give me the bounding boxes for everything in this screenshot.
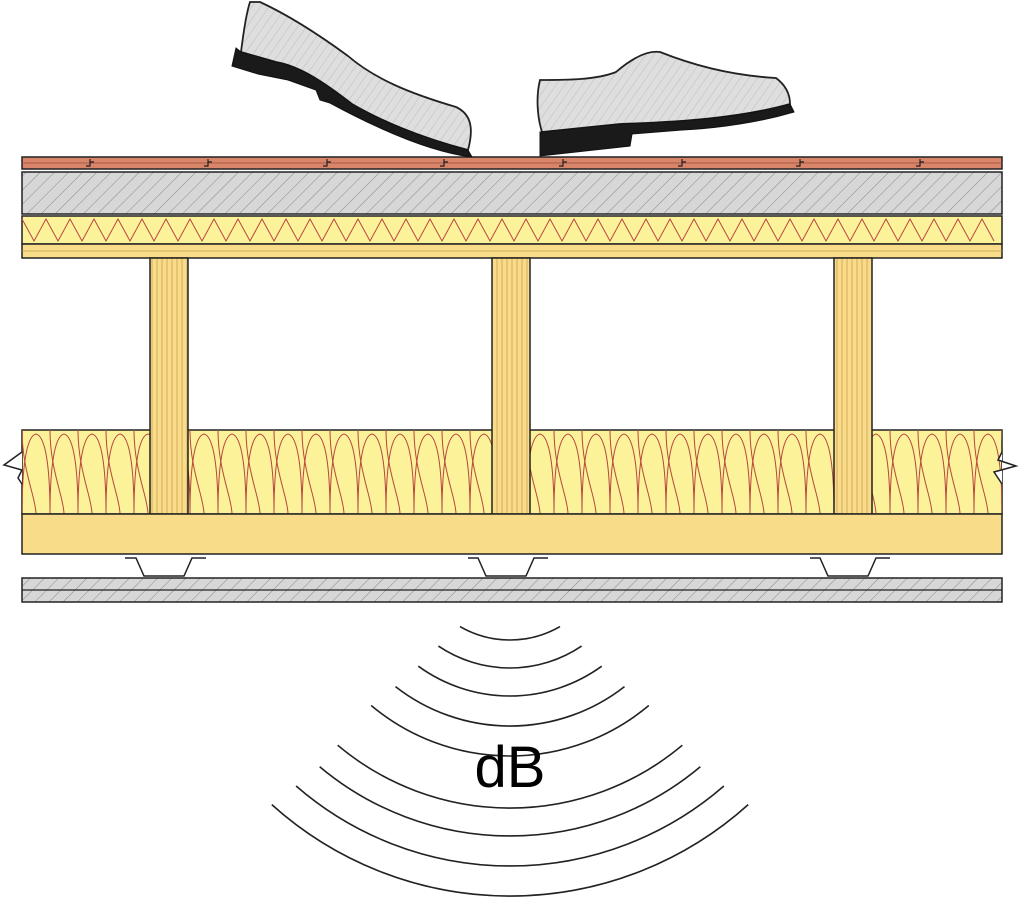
- left-shoe-icon: [231, 1, 473, 158]
- ceiling-substrate-board: [21, 513, 1003, 555]
- sound-wave-arc: [417, 665, 603, 697]
- sound-wave-arc: [370, 704, 650, 757]
- break-mark-right: [992, 451, 1019, 485]
- sound-wave-arc: [319, 766, 701, 837]
- joist-1: [149, 257, 189, 515]
- decibel-label: dB: [475, 735, 546, 800]
- screed-layer: [21, 171, 1003, 215]
- resilient-channel-2: [468, 557, 548, 577]
- joist-2: [491, 257, 531, 515]
- sound-wave-arc: [459, 625, 561, 641]
- resilient-channels: [125, 557, 890, 577]
- resilient-channel-1: [125, 557, 206, 577]
- sound-wave-arc: [295, 785, 725, 867]
- joists: [149, 257, 873, 515]
- floor-finish-layer: [21, 156, 1003, 170]
- sound-wave-arc: [337, 744, 683, 809]
- break-mark-left: [2, 451, 24, 485]
- sound-wave-arc: [437, 645, 583, 669]
- subfloor-board: [21, 243, 1003, 259]
- joist-3: [833, 257, 873, 515]
- impact-insulation-layer: [21, 215, 1003, 245]
- right-shoe-icon: [536, 50, 795, 157]
- sound-wave-icon: [271, 625, 749, 897]
- sound-wave-arc: [271, 804, 749, 897]
- resilient-channel-3: [810, 557, 890, 577]
- gypsum-ceiling-layer: [21, 577, 1003, 603]
- sound-wave-arc: [395, 685, 625, 727]
